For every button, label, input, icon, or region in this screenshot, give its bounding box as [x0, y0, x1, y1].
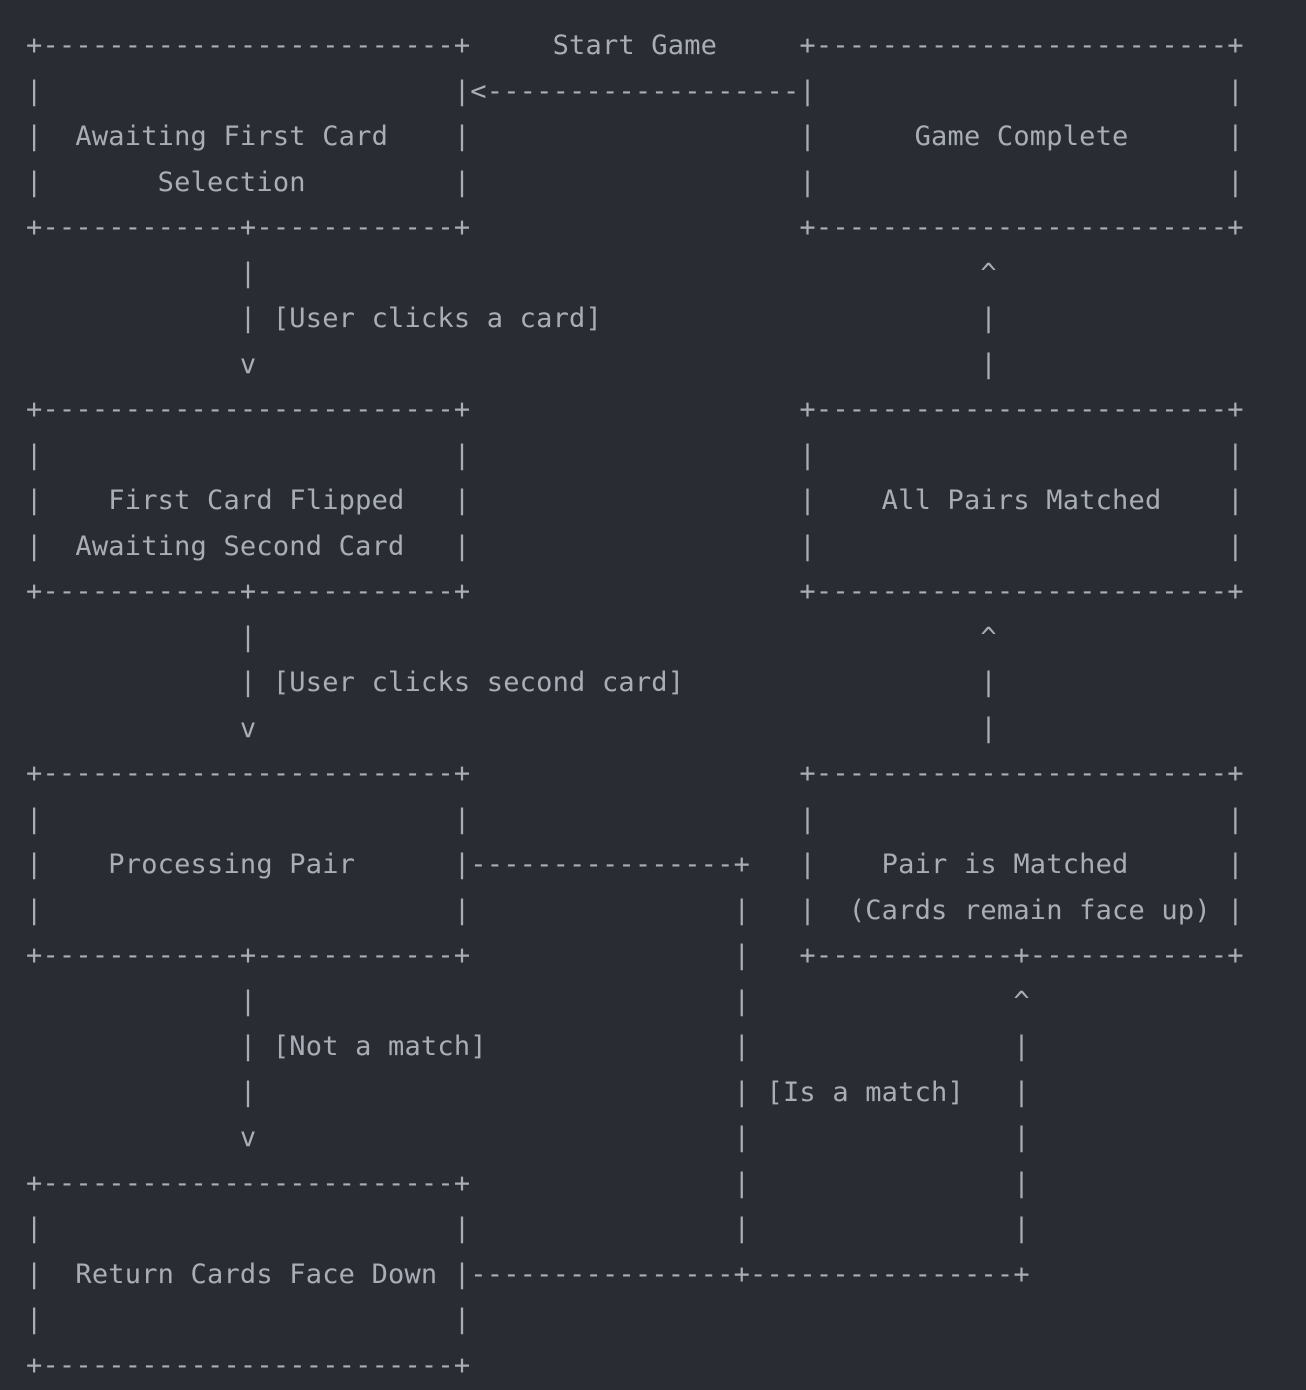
diagram-line-26: +-------------------------+ | | — [26, 1167, 1030, 1199]
diagram-line-5: +------------+------------+ +-----------… — [26, 212, 1244, 243]
diagram-line-13: +------------+------------+ +-----------… — [26, 576, 1244, 607]
state-diagram: +-------------------------+ Start Game +… — [26, 23, 1244, 1388]
diagram-line-23: | [Not a match] | | — [26, 1031, 1030, 1062]
diagram-line-15: | [User clicks second card] | — [26, 667, 997, 698]
diagram-line-24: | | [Is a match] | — [26, 1076, 1030, 1108]
diagram-line-7: | [User clicks a card] | — [26, 303, 997, 334]
diagram-line-25: v | | — [26, 1122, 1030, 1153]
diagram-line-27: | | | | — [26, 1213, 1030, 1244]
diagram-line-11: | First Card Flipped | | All Pairs Match… — [26, 485, 1244, 516]
diagram-line-10: | | | | — [26, 439, 1244, 471]
diagram-line-2: | |<-------------------| | — [26, 75, 1244, 107]
diagram-line-1: +-------------------------+ Start Game +… — [26, 30, 1244, 61]
diagram-line-18: | | | | — [26, 803, 1244, 835]
diagram-line-6: | ^ — [26, 257, 997, 289]
diagram-line-16: v | — [26, 712, 997, 744]
diagram-line-28: | Return Cards Face Down |--------------… — [26, 1258, 1030, 1290]
diagram-line-12: | Awaiting Second Card | | | — [26, 530, 1244, 562]
diagram-line-14: | ^ — [26, 621, 997, 653]
diagram-line-29: | | — [26, 1304, 471, 1335]
diagram-line-17: +-------------------------+ +-----------… — [26, 758, 1244, 789]
diagram-line-22: | | ^ — [26, 985, 1030, 1017]
diagram-line-19: | Processing Pair |----------------+ | P… — [26, 849, 1244, 880]
diagram-line-9: +-------------------------+ +-----------… — [26, 394, 1244, 425]
diagram-line-4: | Selection | | | — [26, 166, 1244, 198]
diagram-line-21: +------------+------------+ | +---------… — [26, 940, 1244, 971]
diagram-line-3: | Awaiting First Card | | Game Complete … — [26, 121, 1244, 152]
diagram-line-30: +-------------------------+ — [26, 1349, 471, 1381]
diagram-line-8: v | — [26, 348, 997, 380]
diagram-line-20: | | | | (Cards remain face up) | — [26, 894, 1244, 926]
